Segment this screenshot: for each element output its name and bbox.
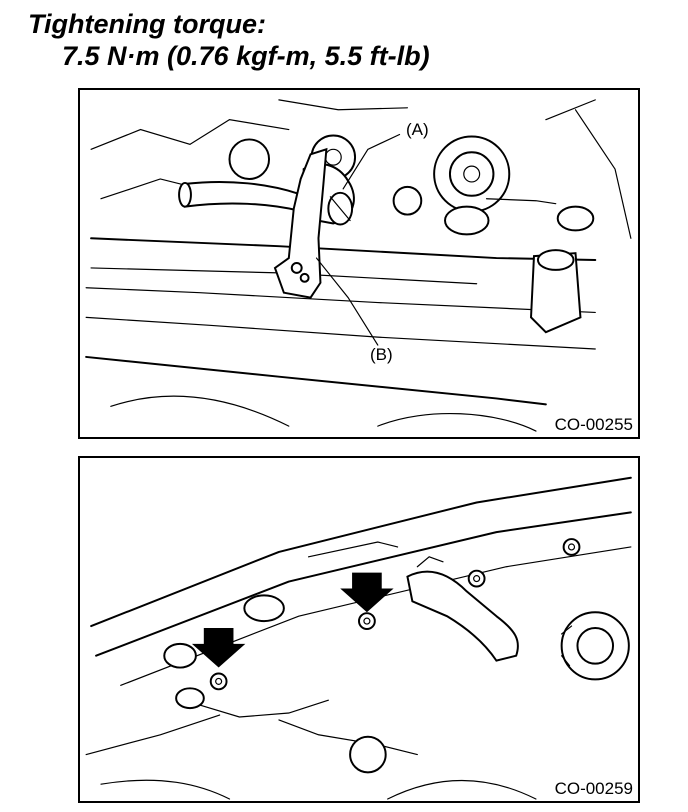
illustration-bolt-locations: CO-00259 xyxy=(78,456,640,803)
torque-heading: Tightening torque: 7.5 N·m (0.76 kgf-m, … xyxy=(28,8,430,72)
callout-label-a: (A) xyxy=(406,120,429,139)
torque-heading-title: Tightening torque: xyxy=(28,9,266,39)
torque-heading-value: 7.5 N·m (0.76 kgf-m, 5.5 ft-lb) xyxy=(62,41,430,71)
figure-code: CO-00259 xyxy=(554,779,633,798)
engine-bay-drawing-1 xyxy=(85,99,632,432)
illustration-pipe-bracket: (A) (B) CO-00255 xyxy=(78,88,640,439)
callout-label-b: (B) xyxy=(370,345,393,364)
figure-code: CO-00255 xyxy=(554,415,633,434)
engine-bay-drawing-2 xyxy=(85,476,632,800)
